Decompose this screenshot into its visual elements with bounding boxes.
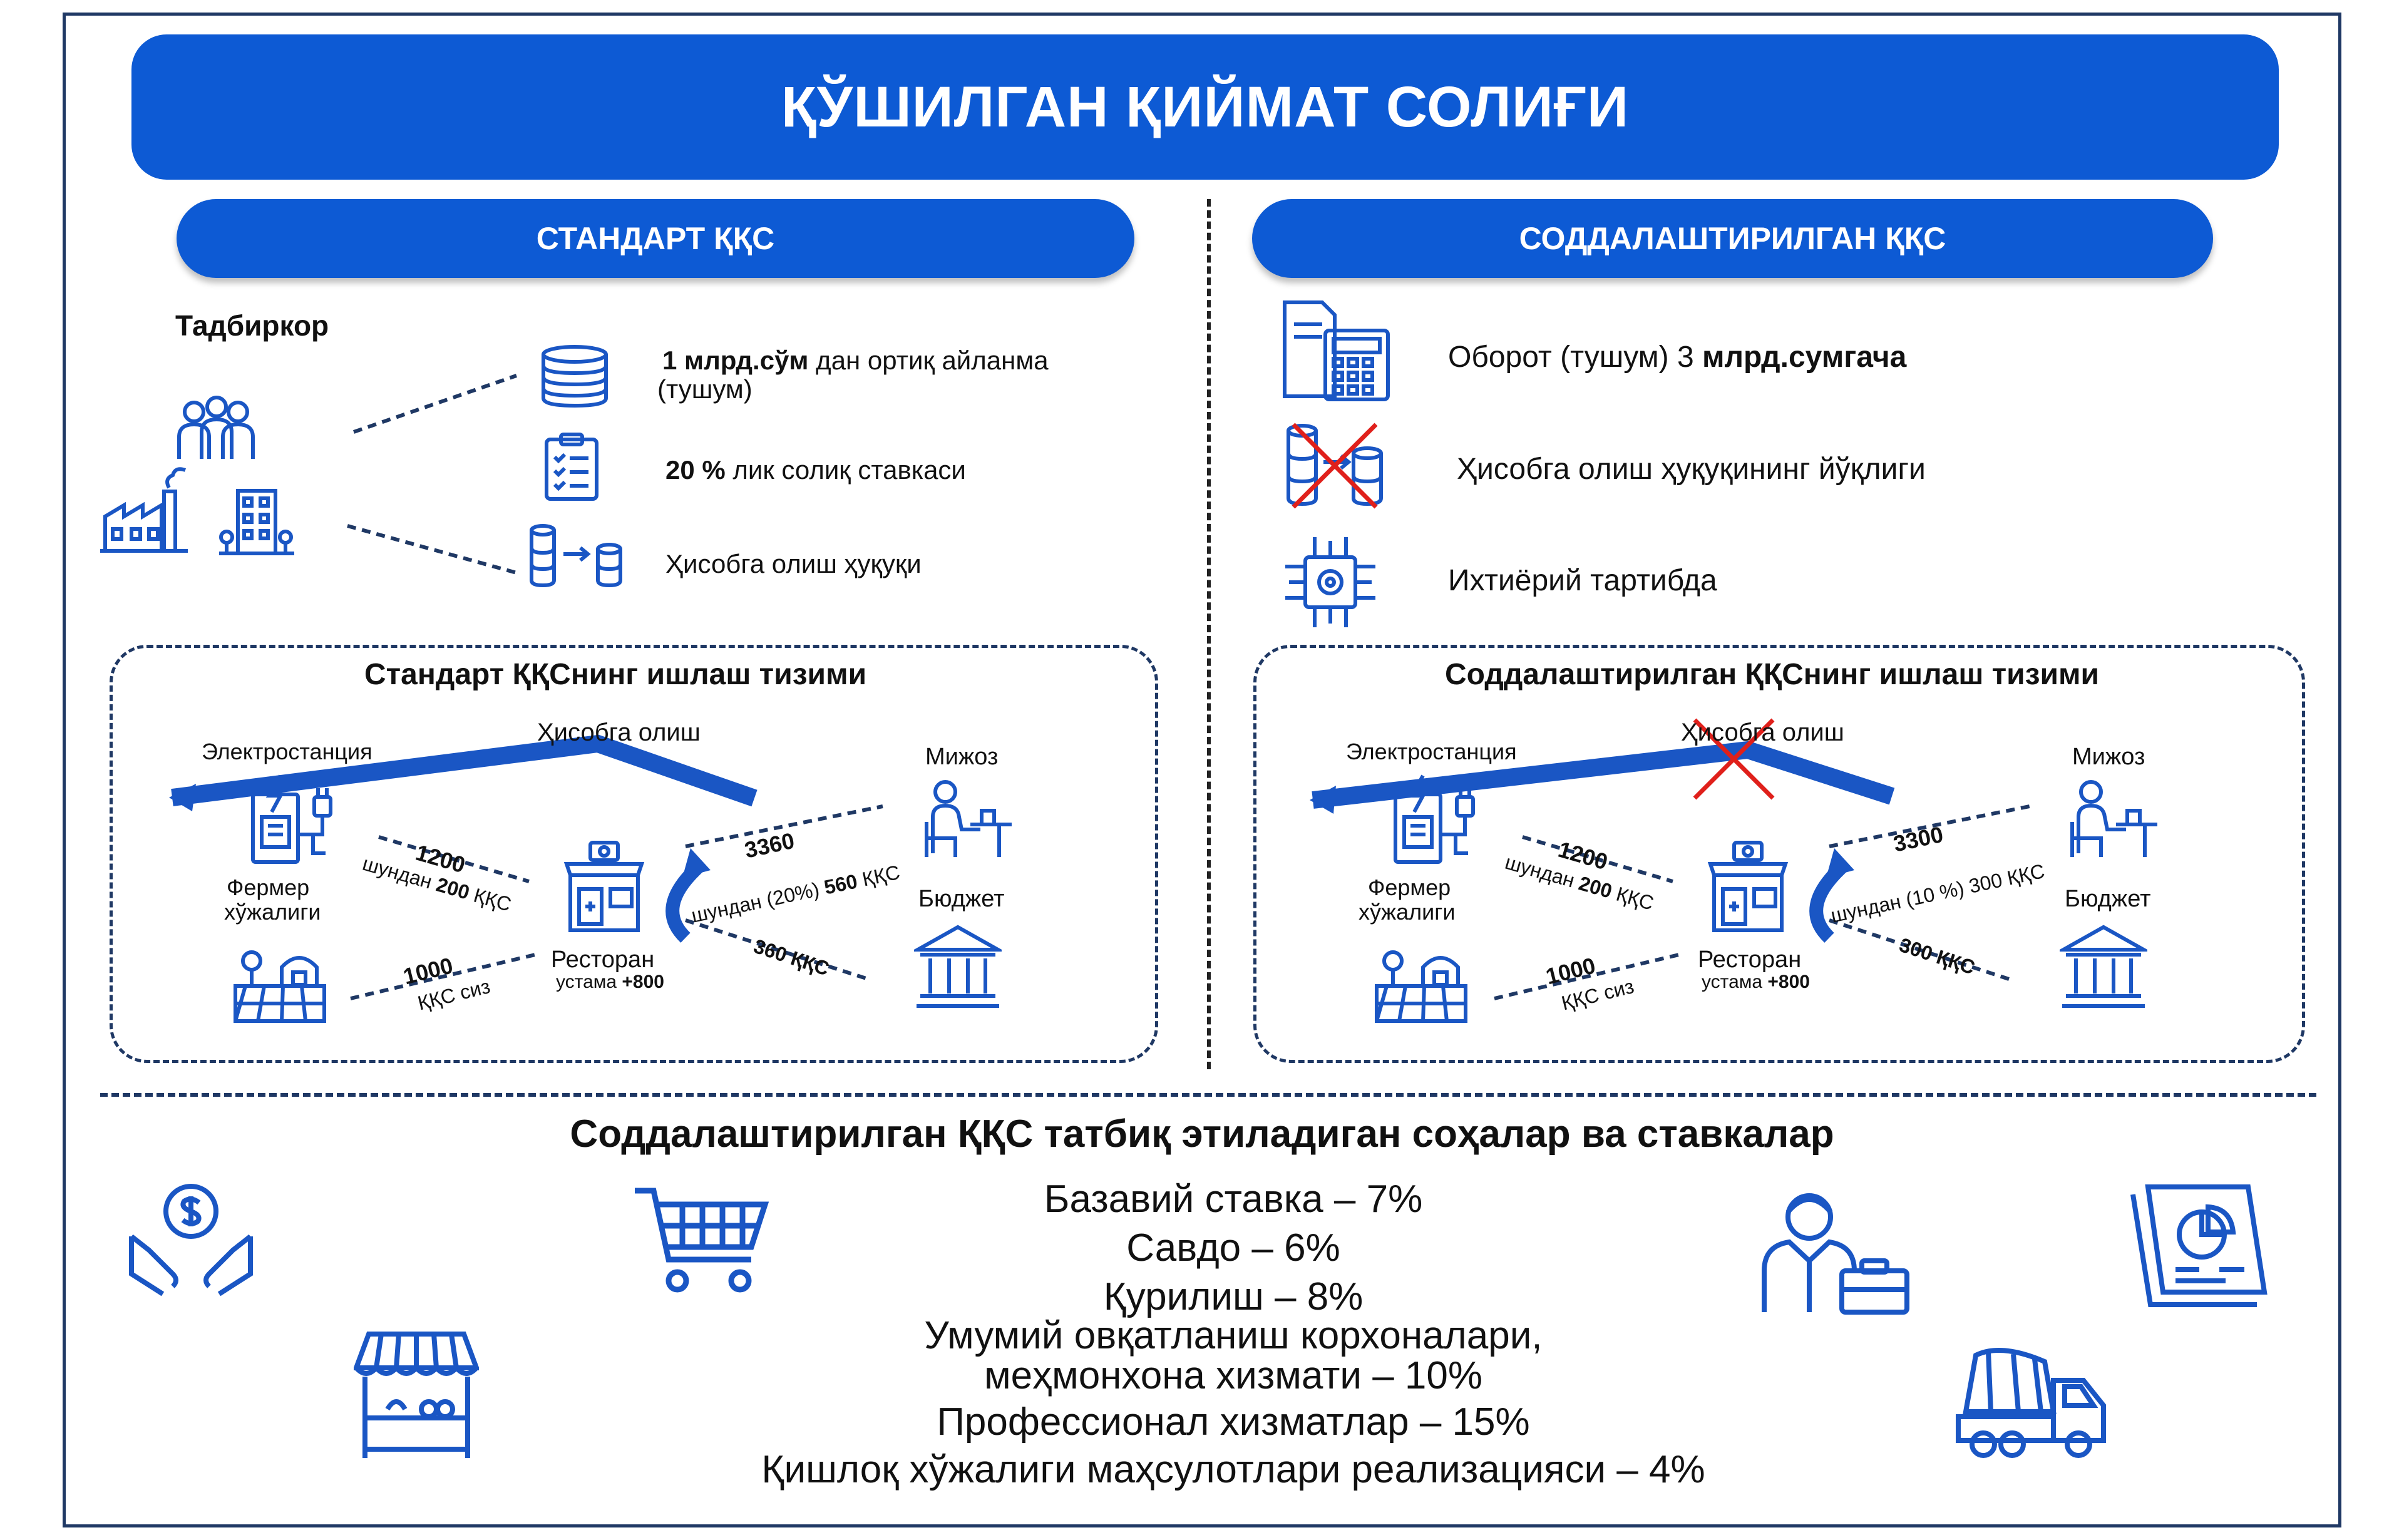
- standard-flow-diagram: [169, 734, 883, 1000]
- simplified-scheme-box: [1253, 645, 2305, 1063]
- standard-item-turnover-line2: (тушум): [657, 374, 753, 404]
- simplified-budget-label: Бюджет: [2065, 886, 2151, 912]
- market-stall-icon: [354, 1332, 479, 1458]
- restaurant-icon: [1707, 841, 1789, 932]
- simplified-farm-label-line2: хўжалиги: [1359, 899, 1456, 925]
- standard-restaurant-label: Ресторан: [551, 947, 655, 973]
- entrepreneur-connector-lines: [347, 374, 517, 575]
- rate-catering-line2: меҳмонхона хизмати – 10%: [984, 1354, 1483, 1397]
- customer-dining-icon: [2070, 780, 2157, 857]
- simplified-flow-diagram: [1310, 718, 2030, 1000]
- simplified-scheme-title: Соддалаштирилган ҚҚСнинг ишлаш тизими: [1445, 658, 2100, 691]
- simplified-item-no-credit: Ҳисобга олиш ҳуқуқининг йўқлиги: [1457, 453, 1926, 486]
- power-station-icon: [1394, 774, 1475, 864]
- standard-credit-label: Ҳисобга олиш: [537, 719, 701, 746]
- standard-farm-label-line2: хўжалиги: [224, 899, 321, 925]
- farm-icon: [234, 950, 326, 1023]
- budget-bank-icon: [914, 925, 1002, 1008]
- rate-agriculture: Қишлоқ хўжалиги маҳсулотлари реализацияс…: [761, 1448, 1705, 1491]
- standard-item-turnover: 1 млрд.сўм дан ортиқ айланма: [662, 346, 1049, 375]
- standard-scheme-box: [110, 645, 1158, 1063]
- standard-farm-label-line1: Фермер: [227, 875, 310, 900]
- horizontal-divider: [100, 1093, 2316, 1097]
- simplified-item-voluntary: Ихтиёрий тартибда: [1448, 564, 1717, 597]
- simplified-vat-header: СОДДАЛАШТИРИЛГАН ҚҚС: [1252, 199, 2213, 278]
- coins-transfer-icon: [530, 524, 622, 588]
- vertical-divider: [1207, 199, 1211, 1069]
- report-chart-icon: [2130, 1184, 2268, 1307]
- processor-gear-icon: [1285, 537, 1375, 627]
- budget-bank-icon: [2060, 925, 2147, 1008]
- coins-icon: [542, 345, 608, 408]
- restaurant-icon: [563, 841, 645, 932]
- simplified-item-turnover: Оборот (тушум) 3 млрд.сумгача: [1448, 341, 1907, 374]
- factory-icon: [100, 467, 188, 553]
- standard-vat-header: СТАНДАРТ ҚҚС: [177, 199, 1134, 278]
- entrepreneur-label: Тадбиркор: [175, 309, 329, 342]
- standard-item-credit-right: Ҳисобга олиш ҳуқуқи: [665, 549, 922, 578]
- simplified-credit-label: Ҳисобга олиш: [1681, 719, 1844, 746]
- standard-markup: устама +800: [556, 972, 664, 992]
- sectors-title: Соддалаштирилган ҚҚС татбиқ этиладиган с…: [570, 1112, 1834, 1156]
- hands-coin-icon: [129, 1184, 253, 1296]
- shopping-cart-icon: [635, 1188, 769, 1293]
- standard-item-rate: 20 % лик солиқ ставкаси: [665, 455, 966, 485]
- simplified-customer-label: Мижоз: [2072, 744, 2145, 770]
- rate-trade: Савдо – 6%: [1126, 1226, 1340, 1270]
- rate-professional: Профессионал хизматлар – 15%: [937, 1400, 1530, 1444]
- page-title: ҚЎШИЛГАН ҚИЙМАТ СОЛИҒИ: [131, 34, 2279, 180]
- simplified-power-station-label: Электростанция: [1346, 739, 1517, 764]
- rate-base: Базавий ставка – 7%: [1044, 1178, 1423, 1221]
- standard-power-station-label: Электростанция: [202, 739, 372, 764]
- simplified-markup: устама +800: [1702, 972, 1810, 992]
- farm-icon: [1375, 950, 1467, 1023]
- outer-frame: [63, 13, 2341, 1527]
- businessman-icon: [1762, 1193, 1909, 1315]
- standard-customer-label: Мижоз: [925, 744, 999, 770]
- office-building-icon: [219, 489, 294, 555]
- rate-construction: Қурилиш – 8%: [1103, 1275, 1364, 1318]
- coins-transfer-crossed-icon: [1287, 423, 1383, 509]
- rate-catering-line1: Умумий овқатланиш корхоналари,: [924, 1314, 1543, 1357]
- power-station-icon: [251, 774, 332, 864]
- simplified-farm-label-line1: Фермер: [1368, 875, 1451, 900]
- concrete-mixer-truck-icon: [1956, 1348, 2106, 1458]
- document-calculator-icon: [1283, 300, 1390, 401]
- customer-dining-icon: [925, 780, 1012, 857]
- standard-budget-label: Бюджет: [918, 886, 1005, 912]
- standard-scheme-title: Стандарт ҚҚСнинг ишлаш тизими: [364, 658, 867, 691]
- people-icon: [177, 396, 255, 459]
- clipboard-checklist-icon: [545, 433, 598, 501]
- simplified-restaurant-label: Ресторан: [1698, 947, 1802, 973]
